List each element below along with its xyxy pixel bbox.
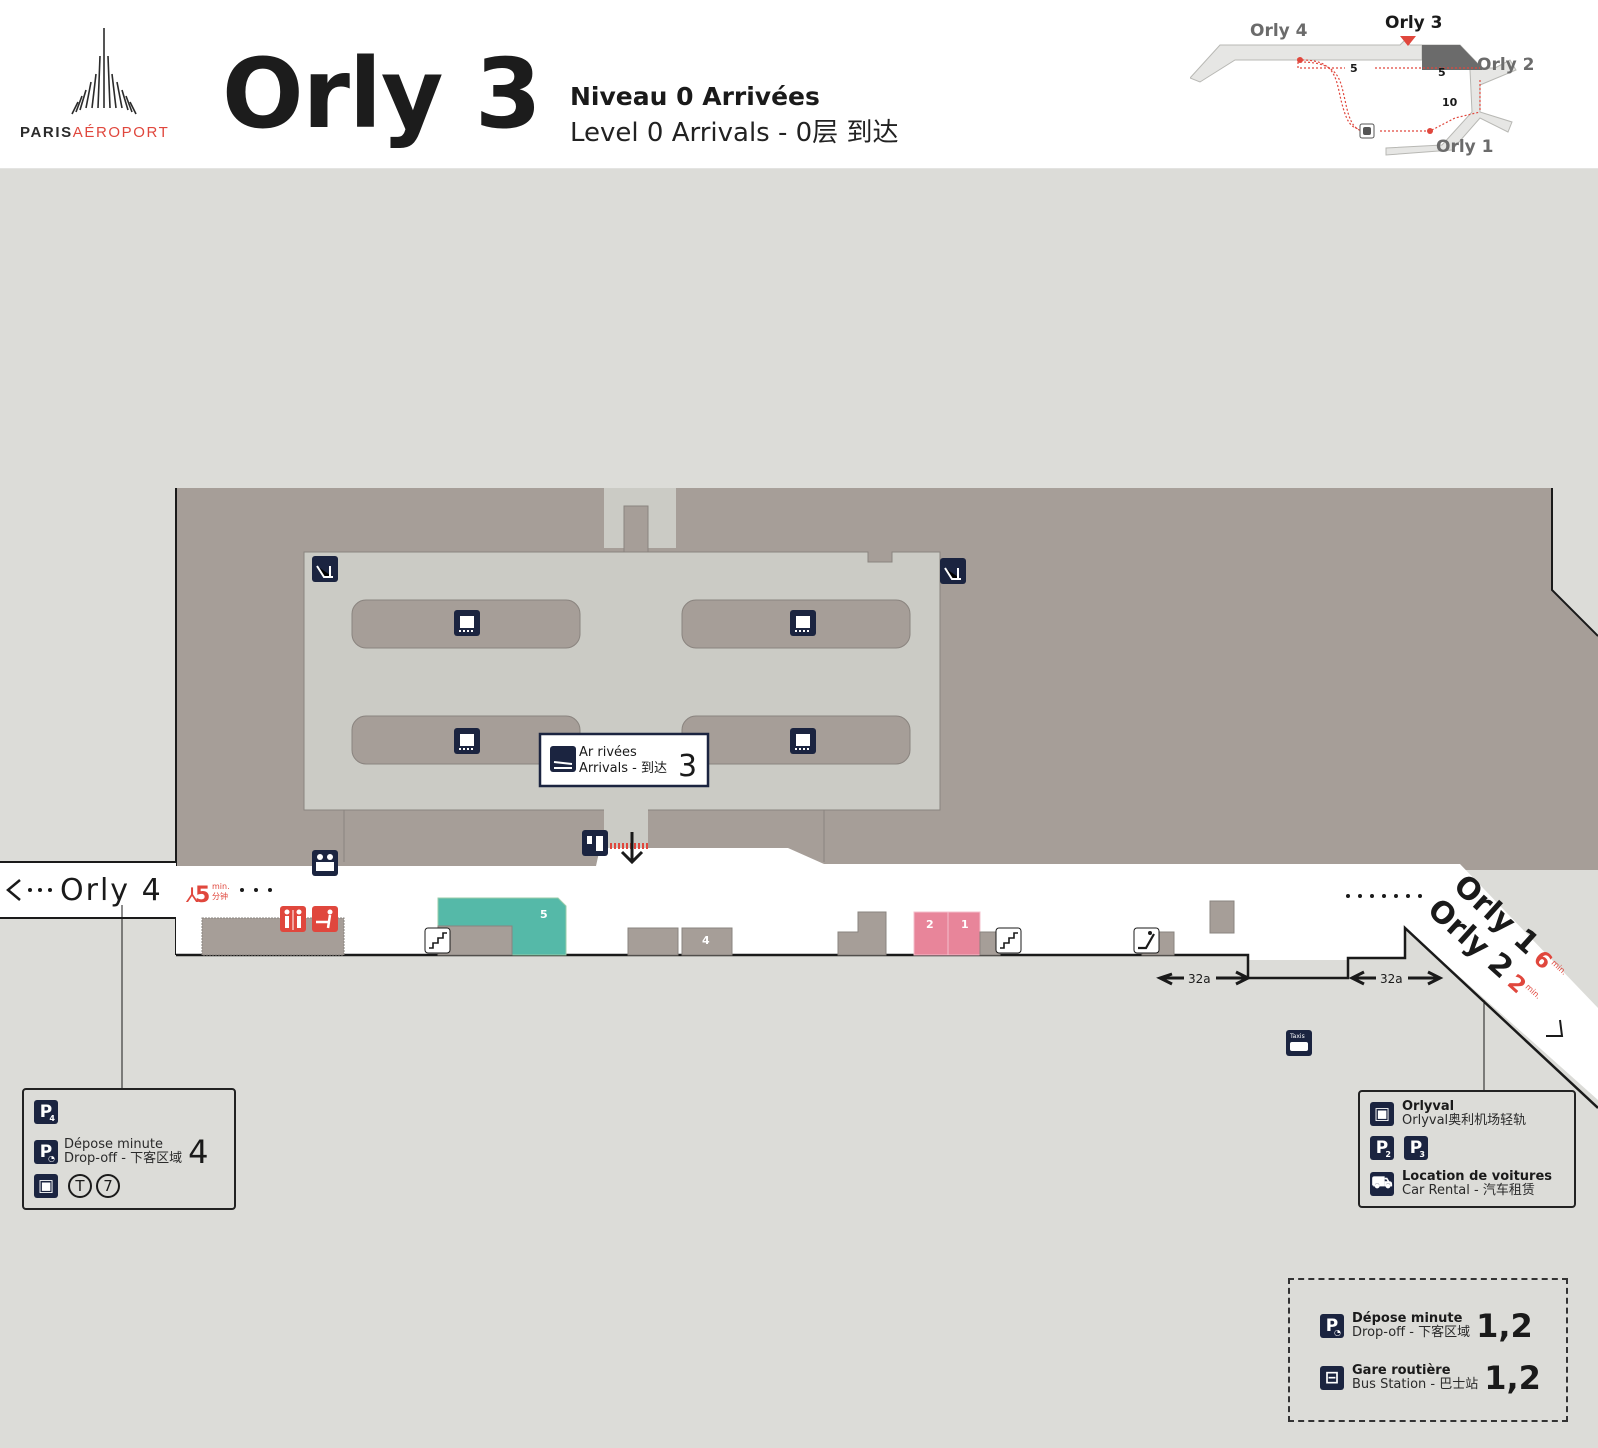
direction-orly4-label: Orly 4 bbox=[60, 873, 163, 908]
shop-1-label: 1 bbox=[961, 918, 969, 931]
minimap-walk-time-3: 10 bbox=[1442, 96, 1458, 109]
svg-text:32a: 32a bbox=[1188, 972, 1211, 986]
baggage-trolley-icon bbox=[312, 556, 338, 582]
baggage-claim-icon bbox=[454, 728, 480, 754]
svg-text:32a: 32a bbox=[1380, 972, 1403, 986]
orlyval-label-cn: Orlyval奥利机场轻轨 bbox=[1402, 1113, 1527, 1128]
tram-icon: ▣ bbox=[34, 1174, 58, 1198]
exit-arrow-icon bbox=[620, 832, 644, 865]
page-title: Orly 3 bbox=[222, 38, 542, 150]
logo-text: PARISAÉROPORT bbox=[20, 124, 170, 141]
shop-2 bbox=[913, 911, 949, 956]
minimap-label-orly3: Orly 3 bbox=[1385, 13, 1443, 33]
minimap-walk-time-1: 5 bbox=[1350, 62, 1358, 75]
car-rental-label-fr: Location de voitures bbox=[1402, 1169, 1553, 1184]
escalator-icon bbox=[1133, 927, 1160, 954]
dropoff-parking-icon: P◔ bbox=[1320, 1314, 1344, 1338]
arrivals-sign-en-cn: Arrivals - 到达 bbox=[579, 761, 667, 776]
svg-text:Taxis: Taxis bbox=[1289, 1033, 1305, 1040]
car-rental-icon: ⛟ bbox=[1370, 1172, 1394, 1196]
door-32a-right: 32a bbox=[1348, 970, 1444, 986]
shop-1 bbox=[947, 911, 981, 956]
shop-4-label: 4 bbox=[702, 934, 710, 947]
stairs-icon bbox=[424, 927, 451, 954]
current-location-marker-icon bbox=[1400, 36, 1416, 46]
dropoff-label-en-cn: Drop-off - 下客区域 bbox=[64, 1151, 183, 1166]
shop-4 bbox=[681, 927, 733, 956]
bus-terminal-number: 1,2 bbox=[1484, 1359, 1541, 1397]
floor-plan: 5 4 2 1 Ar rivées Arrivals - 到达 3 Orly 4… bbox=[0, 488, 1598, 1109]
plane-landing-icon bbox=[550, 746, 576, 772]
orlyval-train-icon: ▣ bbox=[1370, 1102, 1394, 1126]
minimap-label-orly4: Orly 4 bbox=[1250, 21, 1308, 41]
bus-icon: ⊟ bbox=[1320, 1366, 1344, 1390]
dropoff-number: 4 bbox=[188, 1133, 209, 1171]
svg-text:分钟: 分钟 bbox=[212, 891, 228, 901]
baby-changing-icon bbox=[312, 906, 338, 932]
customs-icon bbox=[582, 830, 608, 856]
shop-5-label: 5 bbox=[540, 908, 548, 921]
dropoff-parking-icon: P◔ bbox=[34, 1140, 58, 1164]
level-title-en-cn: Level 0 Arrivals - 0层 到达 bbox=[570, 118, 899, 148]
minimap-walk-time-2: 5 bbox=[1438, 66, 1446, 79]
baggage-trolley-icon bbox=[940, 558, 966, 584]
tram-line-badge: T bbox=[68, 1174, 92, 1198]
arrivals-corridor bbox=[0, 848, 1598, 1100]
shop-2-label: 2 bbox=[926, 918, 934, 931]
paris-aeroport-logo-icon bbox=[71, 28, 137, 115]
door-32a-left: 32a bbox=[1156, 970, 1252, 986]
taxi-icon: Taxis bbox=[1286, 1030, 1312, 1056]
tram-number-badge: 7 bbox=[96, 1174, 120, 1198]
toilets-icon bbox=[280, 906, 306, 932]
orly3-highlight bbox=[1422, 45, 1482, 70]
svg-text:min.: min. bbox=[212, 882, 230, 891]
dropoff-label-en-cn: Drop-off - 下客区域 bbox=[1352, 1325, 1471, 1340]
arrivals-sign-number: 3 bbox=[678, 749, 697, 784]
car-rental-label-en-cn: Car Rental - 汽车租赁 bbox=[1402, 1183, 1535, 1198]
walk-time-orly4: 5 bbox=[195, 883, 210, 908]
arrivals-sign-fr: Ar rivées bbox=[579, 745, 637, 760]
direction-orly4: Orly 4 ⅄ 5 min. 分钟 bbox=[6, 873, 272, 908]
baggage-claim-icon bbox=[454, 610, 480, 636]
orlyval-label: Orlyval bbox=[1402, 1099, 1455, 1114]
meeting-point-icon bbox=[312, 850, 338, 876]
stairs-icon bbox=[995, 927, 1022, 954]
orlyval-train-icon bbox=[1359, 123, 1375, 139]
minimap-label-orly2: Orly 2 bbox=[1477, 55, 1535, 75]
dropoff-label-fr: Dépose minute bbox=[64, 1137, 163, 1152]
dropoff-terminal-number: 1,2 bbox=[1476, 1307, 1533, 1345]
baggage-claim-icon bbox=[790, 728, 816, 754]
dropoff-label-fr: Dépose minute bbox=[1352, 1311, 1463, 1326]
bus-station-label-fr: Gare routière bbox=[1352, 1363, 1451, 1378]
bus-station-label-en-cn: Bus Station - 巴士站 bbox=[1352, 1377, 1479, 1392]
level-title-fr: Niveau 0 Arrivées bbox=[570, 82, 820, 111]
minimap-label-orly1: Orly 1 bbox=[1436, 137, 1494, 157]
arrow-corner-icon bbox=[1546, 1019, 1564, 1037]
terminal-overview-minimap: Orly 3 Orly 4 Orly 2 Orly 1 5 5 10 bbox=[1190, 13, 1535, 157]
baggage-claim-icon bbox=[790, 610, 816, 636]
arrow-left-icon bbox=[6, 879, 21, 901]
arrivals-exit-sign: Ar rivées Arrivals - 到达 3 bbox=[538, 732, 710, 788]
header: PARISAÉROPORT Orly 3 Niveau 0 Arrivées L… bbox=[0, 0, 1598, 169]
walk-icon: ⅄ bbox=[185, 883, 199, 907]
